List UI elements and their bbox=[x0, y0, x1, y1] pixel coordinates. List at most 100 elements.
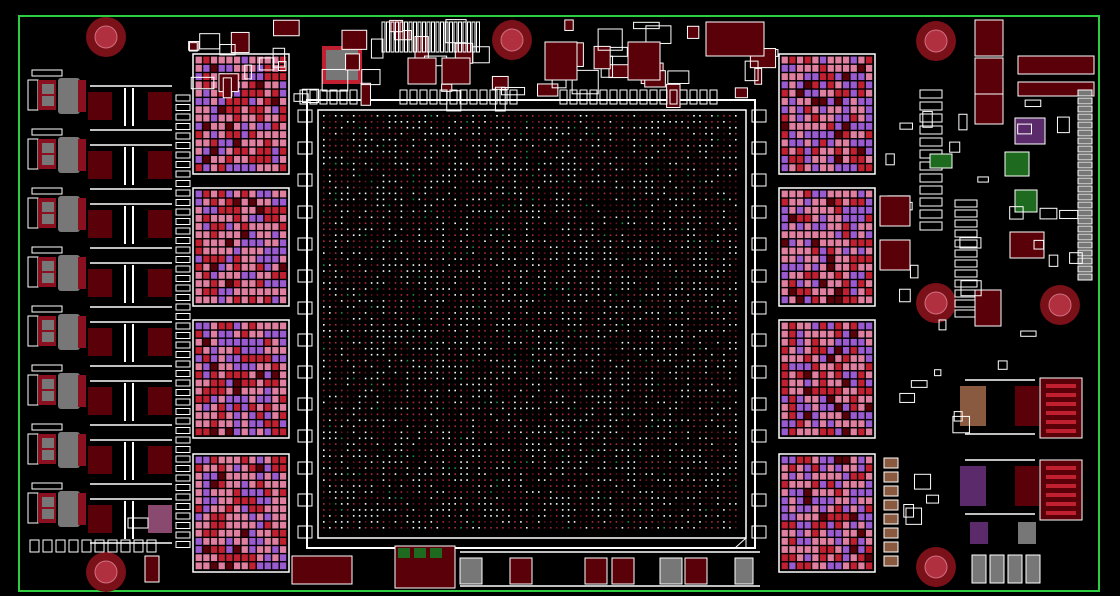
ball-pad bbox=[819, 280, 827, 287]
bga-ball bbox=[555, 347, 558, 350]
bga-ball bbox=[334, 389, 337, 392]
ball-pad bbox=[858, 296, 865, 304]
bga-ball bbox=[723, 270, 725, 272]
bga-ball bbox=[735, 282, 737, 284]
bga-ball bbox=[591, 126, 594, 129]
ball-pad bbox=[842, 554, 850, 562]
bga-ball bbox=[346, 246, 349, 248]
bga-ball bbox=[334, 138, 337, 141]
bga-ball bbox=[675, 306, 677, 308]
ball-pad bbox=[827, 355, 834, 362]
bga-ball bbox=[538, 383, 540, 386]
bga-ball bbox=[478, 252, 480, 254]
bga-ball bbox=[687, 192, 689, 195]
bga-ball bbox=[532, 389, 534, 392]
ball-pad bbox=[850, 428, 857, 436]
bga-ball bbox=[591, 288, 594, 290]
bga-ball bbox=[436, 138, 439, 141]
bga-ball bbox=[400, 258, 403, 260]
bga-ball bbox=[448, 216, 450, 219]
ball-pad bbox=[210, 322, 218, 330]
bga-ball bbox=[418, 132, 421, 135]
bga-ball bbox=[609, 335, 612, 338]
ball-pad bbox=[218, 363, 225, 371]
ball-pad bbox=[796, 420, 804, 428]
bga-ball bbox=[526, 144, 528, 147]
bga-ball bbox=[508, 121, 510, 123]
ball-pad bbox=[264, 106, 271, 114]
bga-ball bbox=[484, 198, 486, 201]
ball-pad bbox=[812, 239, 819, 247]
bga-ball bbox=[675, 401, 677, 404]
bga-ball bbox=[633, 312, 636, 314]
bga-ball bbox=[454, 216, 456, 219]
bga-ball bbox=[370, 174, 373, 177]
ball-pad bbox=[789, 404, 796, 411]
ball-pad bbox=[279, 546, 287, 553]
ball-pad bbox=[827, 538, 834, 545]
bga-ball bbox=[681, 156, 683, 159]
ball-pad bbox=[781, 263, 788, 271]
resistor bbox=[175, 151, 191, 159]
bga-ball bbox=[699, 353, 701, 356]
bga-ball bbox=[687, 353, 689, 356]
bga-ball bbox=[382, 216, 385, 219]
bga-ball bbox=[323, 252, 325, 254]
bga-ball bbox=[669, 306, 671, 308]
ball-pad bbox=[804, 347, 811, 354]
bga-ball bbox=[735, 228, 737, 231]
bga-ball bbox=[406, 341, 409, 344]
ball-pad bbox=[279, 114, 287, 122]
bga-ball bbox=[663, 294, 665, 296]
bga-ball bbox=[520, 341, 522, 344]
ball-pad bbox=[835, 288, 842, 296]
ball-pad bbox=[249, 81, 256, 89]
bga-ball bbox=[555, 389, 558, 392]
ball-pad bbox=[819, 131, 827, 139]
bga-ball bbox=[591, 246, 594, 248]
ball-pad bbox=[195, 190, 202, 198]
ball-pad bbox=[842, 428, 850, 436]
bga-ball bbox=[406, 204, 409, 207]
bga-ball bbox=[699, 401, 701, 404]
bga-ball bbox=[639, 240, 642, 242]
bga-ball bbox=[615, 377, 618, 380]
ball-pad bbox=[781, 81, 788, 89]
bga-ball bbox=[400, 401, 403, 404]
bga-ball bbox=[657, 180, 659, 183]
bga-ball bbox=[615, 371, 618, 374]
bga-ball bbox=[424, 383, 427, 386]
ball-pad bbox=[226, 363, 233, 371]
bga-ball bbox=[657, 395, 659, 398]
ball-pad bbox=[256, 64, 264, 72]
bga-ball bbox=[478, 156, 480, 159]
bga-ball bbox=[430, 115, 433, 117]
bga-ball bbox=[323, 150, 325, 153]
pad bbox=[78, 434, 86, 466]
ball-pad bbox=[272, 89, 279, 97]
bga-ball bbox=[418, 121, 421, 123]
ball-pad bbox=[195, 513, 202, 521]
bga-ball bbox=[591, 144, 594, 147]
bga-ball bbox=[364, 383, 367, 386]
ball-pad bbox=[842, 472, 850, 480]
bga-ball bbox=[603, 126, 606, 129]
ball-pad bbox=[835, 347, 842, 354]
bga-ball bbox=[645, 115, 648, 117]
bga-ball bbox=[651, 115, 653, 117]
ball-pad bbox=[279, 190, 287, 198]
ball-pad bbox=[781, 98, 788, 105]
bga-ball bbox=[573, 318, 576, 320]
bga-ball bbox=[376, 132, 379, 135]
ball-pad bbox=[789, 338, 796, 346]
ball-pad bbox=[241, 164, 248, 172]
bga-ball bbox=[466, 383, 468, 386]
ball-pad bbox=[210, 489, 218, 496]
ball-pad bbox=[233, 114, 241, 122]
bga-ball bbox=[424, 162, 427, 165]
bga-ball bbox=[687, 276, 689, 278]
bga-ball bbox=[633, 210, 636, 213]
ball-pad bbox=[812, 529, 819, 537]
bga-ball bbox=[699, 186, 701, 189]
ball-pad bbox=[842, 131, 850, 139]
